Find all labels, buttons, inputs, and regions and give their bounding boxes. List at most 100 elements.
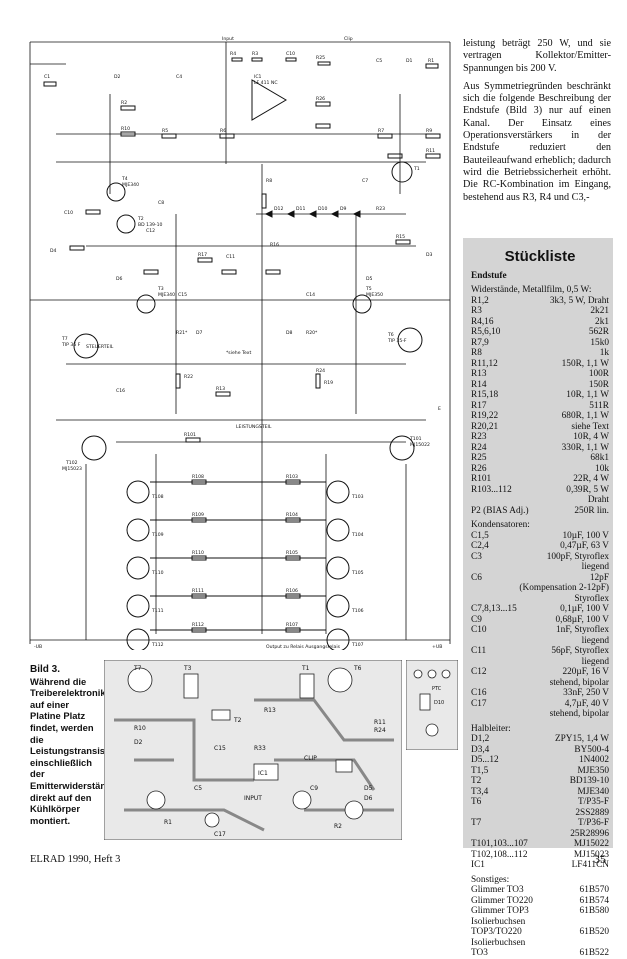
label-d3: D3 bbox=[426, 252, 433, 258]
label-clip: Clip bbox=[344, 36, 353, 42]
label-r5: R5 bbox=[162, 128, 168, 134]
label-r9: R9 bbox=[426, 128, 432, 134]
part-ref: R103...112 bbox=[471, 484, 512, 495]
label-r19: R19 bbox=[324, 380, 333, 386]
label-r101: R101 bbox=[184, 432, 196, 438]
part-ref: R25 bbox=[471, 453, 487, 464]
pcb-label-r2: R2 bbox=[334, 823, 342, 830]
part-ref: Glimmer TO220 bbox=[471, 895, 533, 906]
label-r21: R21* bbox=[176, 330, 188, 336]
part-ref: C6 bbox=[471, 572, 482, 583]
pcb-label-t6: T6 bbox=[353, 665, 362, 672]
label-c14: C14 bbox=[306, 292, 315, 298]
pcb-label-ptc: PTC bbox=[432, 686, 442, 692]
caps-header: Kondensatoren: bbox=[471, 520, 530, 531]
part-value: 22R, 4 W bbox=[573, 474, 609, 485]
label-t102: T102 bbox=[65, 460, 78, 466]
part-value: 3k3, 5 W, Draht bbox=[549, 295, 609, 306]
part-value: 562R bbox=[588, 327, 609, 338]
list-item: T6 T/P35-F bbox=[471, 797, 609, 808]
label-r7: R7 bbox=[378, 128, 384, 134]
part-ref: C9 bbox=[471, 614, 482, 625]
label-r23: R23 bbox=[376, 206, 385, 212]
part-value: 100R bbox=[588, 369, 609, 380]
label-t4: T4 bbox=[121, 176, 128, 182]
label-r110: R110 bbox=[192, 550, 204, 556]
list-item: R14 150R bbox=[471, 380, 609, 391]
part-value-continuation: liegend bbox=[581, 635, 609, 646]
part-value: MJ15023 bbox=[573, 849, 609, 860]
label-lf411: LF 411 NC bbox=[254, 80, 278, 86]
part-value: siehe Text bbox=[571, 421, 609, 432]
label-r109: R109 bbox=[192, 512, 204, 518]
label-r107: R107 bbox=[286, 622, 298, 628]
part-ref: P2 (BIAS Adj.) bbox=[471, 505, 529, 516]
pcb-label-r33: R33 bbox=[254, 745, 266, 752]
part-value-continuation: liegend bbox=[581, 562, 609, 573]
part-value: BY500-4 bbox=[574, 744, 609, 755]
part-ref: T101,103...107 bbox=[471, 839, 528, 850]
part-ref: T3,4 bbox=[471, 786, 489, 797]
part-value: 1nF, Styroflex bbox=[556, 625, 609, 636]
part-ref: R24 bbox=[471, 442, 487, 453]
label-steuerteil: STEUERTEIL bbox=[86, 344, 114, 350]
article-paragraph-1: leistung beträgt 250 W, und sie vertrage… bbox=[463, 38, 611, 74]
part-ref: T6 bbox=[471, 797, 482, 808]
label-r11: R11 bbox=[426, 148, 435, 154]
pcb-label-c17: C17 bbox=[214, 831, 226, 838]
part-ref: C2,4 bbox=[471, 541, 489, 552]
part-ref: D5...12 bbox=[471, 755, 499, 766]
label-mje340-t4: MJE340 bbox=[122, 182, 139, 188]
label-t110: T110 bbox=[151, 570, 164, 576]
label-c4: C4 bbox=[176, 74, 182, 80]
section-endstufe: Endstufe bbox=[471, 271, 507, 281]
label-c15: C15 bbox=[178, 292, 187, 298]
label-mj15023-t102: MJ15023 bbox=[62, 466, 82, 472]
part-ref: R14 bbox=[471, 379, 487, 390]
label-r106: R106 bbox=[286, 588, 298, 594]
label-t108: T108 bbox=[151, 494, 164, 500]
list-item: C12 220µF, 16 V bbox=[471, 667, 609, 678]
label-d9: D9 bbox=[340, 206, 347, 212]
label-r4: R4 bbox=[230, 51, 236, 57]
label-c1: C1 bbox=[44, 74, 50, 80]
part-ref: C12 bbox=[471, 667, 487, 678]
part-ref: R26 bbox=[471, 463, 487, 474]
part-value: 15k0 bbox=[590, 337, 609, 348]
pcb-label-c9: C9 bbox=[310, 785, 318, 792]
part-ref: C3 bbox=[471, 551, 482, 562]
part-value: 150R bbox=[588, 379, 609, 390]
list-item: 25R28996 bbox=[471, 829, 609, 840]
part-value: T/P35-F bbox=[578, 797, 609, 808]
magazine-page: Input Clip R4 R3 C10 R25 C5 R1 C1 D2 C4 … bbox=[29, 36, 613, 958]
part-value-continuation: (Kompensation 2-12pF) bbox=[519, 583, 609, 594]
part-value: 511R bbox=[589, 400, 609, 411]
part-value: LF411CN bbox=[571, 860, 609, 871]
pcb-label-r24: R24 bbox=[374, 727, 386, 734]
part-value: 220µF, 16 V bbox=[562, 667, 609, 678]
part-value-continuation: stehend, bipolar bbox=[549, 709, 609, 720]
pcb-label-c15: C15 bbox=[214, 745, 226, 752]
label-t104: T104 bbox=[351, 532, 364, 538]
label-e: E bbox=[438, 406, 441, 412]
part-value: 2k21 bbox=[590, 306, 609, 317]
article-paragraph-2: Aus Symmetriegründen beschränkt sich die… bbox=[463, 80, 611, 203]
part-value: 68k1 bbox=[590, 453, 609, 464]
